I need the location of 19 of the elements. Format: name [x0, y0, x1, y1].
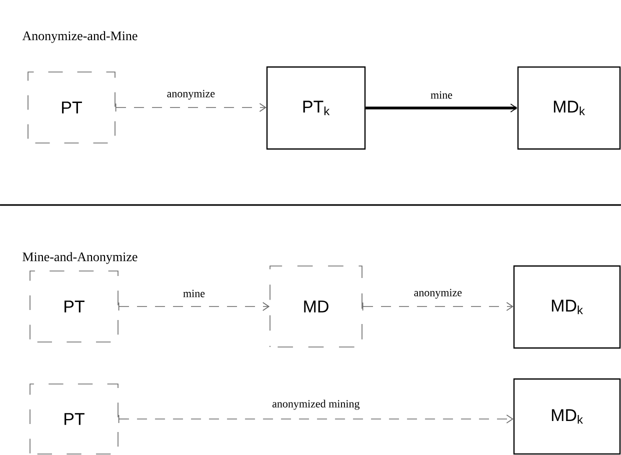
- dashed-box: MD: [270, 266, 362, 348]
- arrow: [118, 302, 270, 311]
- arrow: [118, 414, 514, 424]
- arrow: [115, 103, 266, 112]
- process-box: PT$_{k}$: [266, 66, 366, 150]
- process-box: MD$_{k}$: [517, 66, 621, 150]
- process-box: MD$_{k}$: [513, 378, 621, 455]
- arrow: [366, 104, 518, 112]
- dashed-box: PT: [30, 270, 118, 342]
- edge-label: anonymized mining: [271, 398, 361, 411]
- process-box: MD$_{k}$: [513, 265, 621, 349]
- edge-label: mine: [182, 288, 206, 298]
- arrow: [362, 302, 514, 311]
- edge-label: mine: [430, 90, 454, 100]
- dashed-box: PT: [28, 72, 116, 144]
- dashed-box: PT: [30, 384, 118, 454]
- edge-label: anonymize: [412, 288, 464, 300]
- section-heading: Anonymize-and-Mine: [22, 31, 138, 43]
- edge-label: anonymize: [166, 88, 216, 101]
